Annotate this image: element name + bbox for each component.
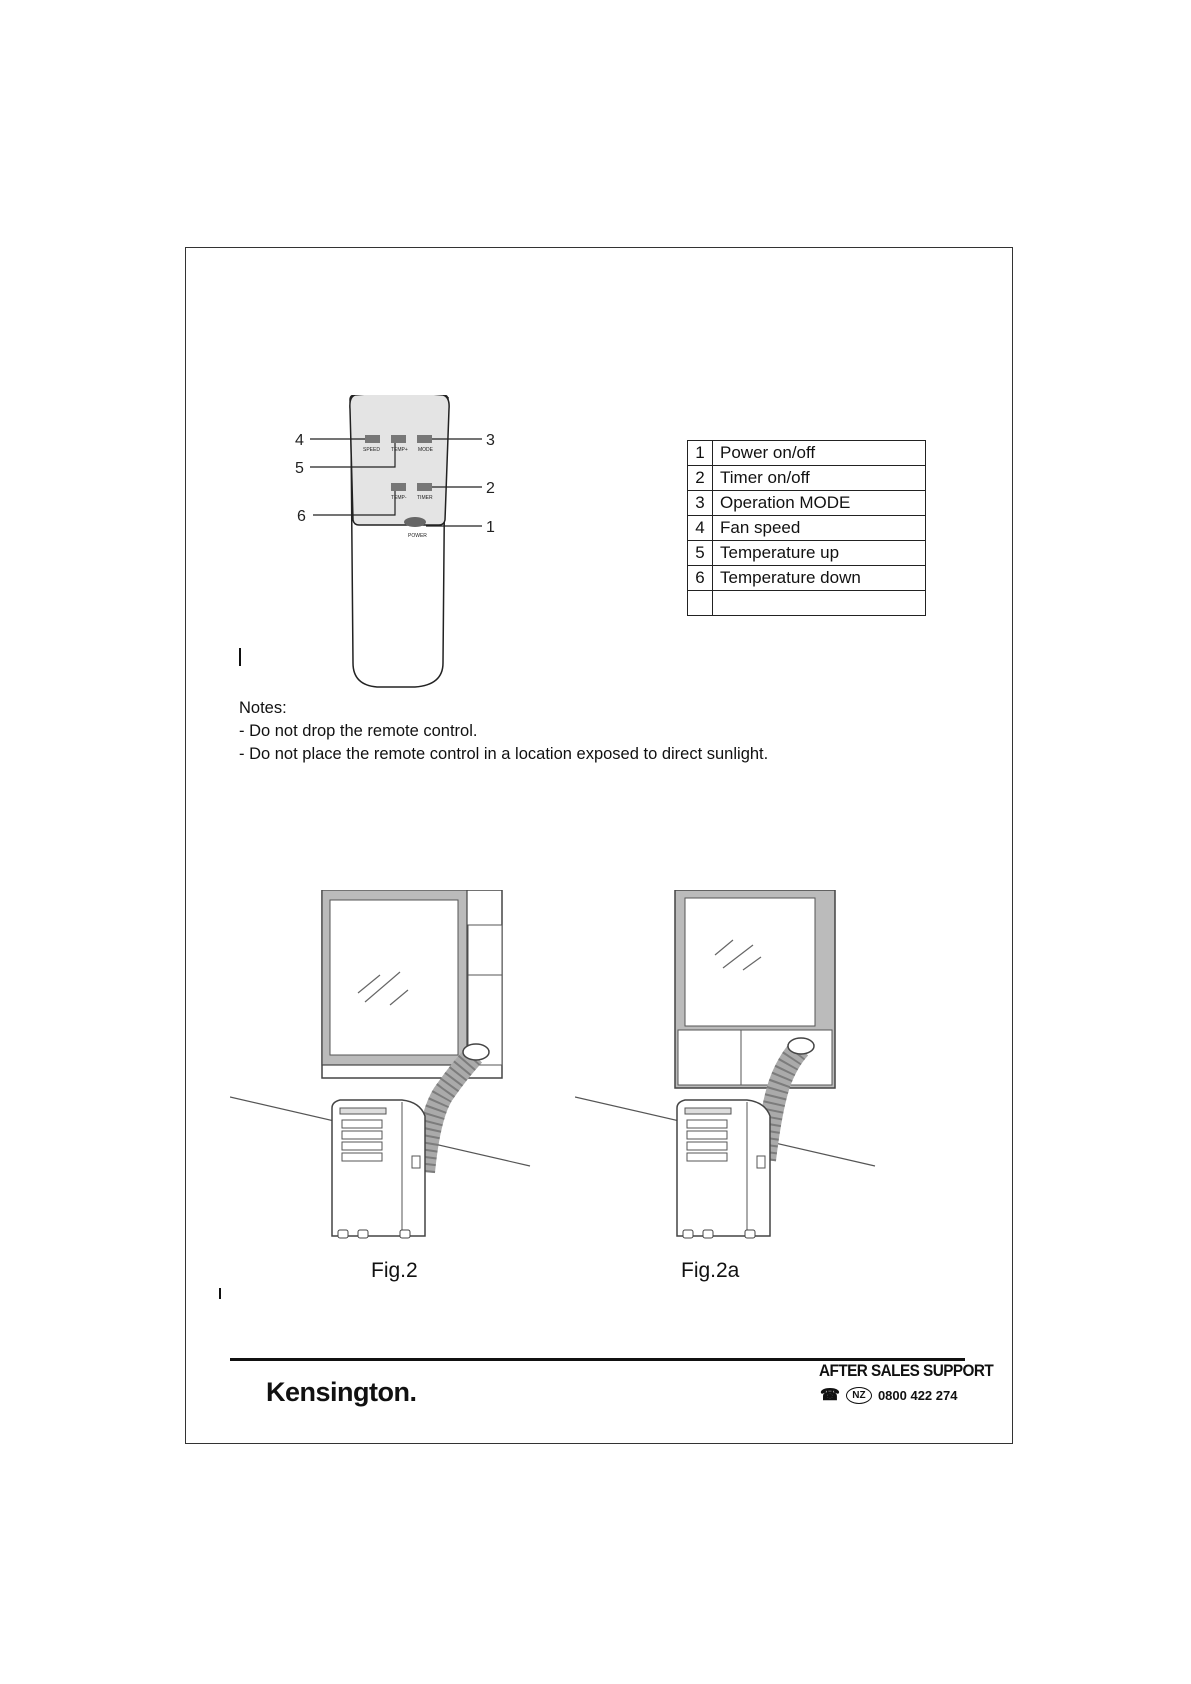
mode-label: MODE (418, 447, 434, 453)
phone-icon: ☎ (820, 1387, 840, 1404)
temp-up-label: TEMP+ (391, 447, 408, 453)
row-number (687, 590, 713, 616)
button-reference-table: 1 Power on/off 2 Timer on/off 3 Operatio… (687, 440, 926, 616)
timer-button (417, 483, 432, 491)
footer-rule (230, 1358, 965, 1361)
notes-section: Notes: - Do not drop the remote control.… (239, 697, 768, 766)
text-cursor-mark (219, 1288, 221, 1299)
row-number: 4 (687, 515, 713, 541)
nz-badge: NZ (845, 1386, 872, 1404)
row-description: Power on/off (712, 440, 926, 466)
note-item: - Do not place the remote control in a l… (239, 745, 769, 763)
support-phone: 0800 422 274 (877, 1387, 958, 1403)
callout-6: 6 (297, 508, 306, 525)
temp-down-label: TEMP- (391, 495, 407, 501)
callout-4: 4 (295, 432, 304, 449)
temp-down-button (391, 483, 406, 491)
fig2-caption: Fig.2 (371, 1259, 418, 1282)
temp-up-button (391, 435, 406, 443)
note-item: - Do not drop the remote control. (239, 722, 478, 740)
support-title: AFTER SALES SUPPORT (819, 1361, 994, 1380)
callout-1: 1 (486, 519, 495, 536)
table-row: 2 Timer on/off (687, 465, 926, 491)
mode-button (417, 435, 432, 443)
timer-label: TIMER (417, 495, 433, 501)
callout-5: 5 (295, 460, 304, 477)
fig2a-illustration (575, 890, 876, 1239)
row-description: Timer on/off (712, 465, 926, 491)
row-description: Temperature down (712, 565, 926, 591)
row-description: Fan speed (712, 515, 926, 541)
row-description: Temperature up (712, 540, 926, 566)
speed-button (365, 435, 380, 443)
fig2a-caption: Fig.2a (681, 1259, 740, 1282)
table-row: 3 Operation MODE (687, 490, 926, 516)
row-number: 1 (687, 440, 713, 466)
fig2-illustration (230, 890, 531, 1239)
notes-heading: Notes: (239, 699, 287, 717)
row-description: Operation MODE (712, 490, 926, 516)
row-number: 2 (687, 465, 713, 491)
remote-control-diagram: SPEED TEMP+ MODE TEMP- TIMER POWER 4 5 6… (295, 395, 495, 688)
table-row: 6 Temperature down (687, 565, 926, 591)
support-contact: ☎ NZ 0800 422 274 (820, 1385, 957, 1405)
callout-2: 2 (486, 480, 495, 497)
row-number: 6 (687, 565, 713, 591)
table-row (687, 590, 926, 616)
brand-logo: Kensington. (266, 1377, 417, 1407)
table-row: 4 Fan speed (687, 515, 926, 541)
row-number: 3 (687, 490, 713, 516)
text-cursor-mark (239, 648, 241, 666)
callout-3: 3 (486, 432, 495, 449)
power-label: POWER (408, 533, 427, 539)
table-row: 1 Power on/off (687, 440, 926, 466)
table-row: 5 Temperature up (687, 540, 926, 566)
speed-label: SPEED (363, 447, 380, 453)
row-description (712, 590, 926, 616)
row-number: 5 (687, 540, 713, 566)
power-button (404, 517, 426, 527)
